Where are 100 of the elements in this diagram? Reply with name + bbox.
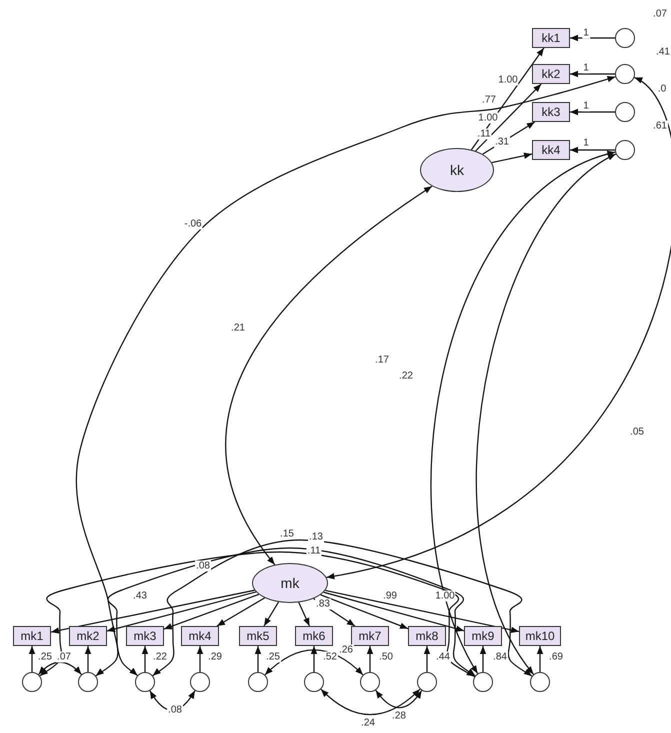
- observed-variable-box: kk3: [532, 102, 570, 122]
- estimate-label: .21: [230, 322, 246, 334]
- covariance-arrow: [152, 539, 532, 677]
- arrow: [50, 590, 255, 634]
- estimate-label: .22: [152, 652, 168, 662]
- observed-variable-box: mk7: [351, 626, 389, 646]
- covariance-arrow: [38, 662, 82, 675]
- estimate-label: 1.00: [497, 74, 519, 86]
- observed-variable-box: mk10: [519, 626, 561, 646]
- estimate-label: .50: [378, 652, 394, 662]
- covariance-arrow: [326, 77, 671, 579]
- arrow: [570, 108, 615, 116]
- arrow: [84, 646, 92, 672]
- arrow: [470, 48, 544, 150]
- observed-variable-box: mk6: [295, 626, 333, 646]
- arrow: [196, 646, 204, 672]
- error-term-circle: [135, 672, 155, 692]
- arrow: [570, 146, 615, 154]
- observed-variable-box: kk1: [532, 28, 570, 48]
- arrow: [313, 598, 356, 626]
- arrow: [475, 84, 542, 152]
- estimate-label: 1: [582, 62, 590, 74]
- observed-variable-box: mk5: [239, 626, 277, 646]
- estimate-label: .11: [306, 546, 322, 556]
- error-term-circle: [304, 672, 324, 692]
- arrow: [366, 646, 374, 672]
- arrow: [320, 594, 408, 630]
- estimate-label: .15: [279, 528, 295, 540]
- estimate-label: 1: [582, 138, 590, 148]
- error-term-circle: [615, 140, 635, 160]
- observed-variable-box: mk4: [181, 626, 219, 646]
- estimate-label: 1: [582, 100, 590, 112]
- estimate-label: 1.00: [434, 590, 456, 602]
- arrow: [325, 590, 520, 634]
- error-term-circle: [473, 672, 493, 692]
- estimate-label: .25: [37, 652, 53, 662]
- estimate-label: .24: [360, 718, 376, 728]
- observed-variable-box: mk1: [13, 626, 51, 646]
- covariance-arrow: [264, 649, 364, 676]
- arrow: [424, 646, 430, 672]
- estimate-label: .13: [308, 532, 324, 542]
- arrow: [570, 34, 615, 42]
- estimate-label: .29: [207, 652, 223, 662]
- error-term-circle: [248, 672, 268, 692]
- estimate-label: 1: [582, 28, 590, 38]
- arrow: [482, 121, 536, 155]
- arrow: [298, 602, 310, 626]
- estimate-label: .84: [492, 652, 508, 662]
- observed-variable-box: kk2: [532, 64, 570, 84]
- covariance-arrow: [476, 154, 616, 675]
- arrow: [570, 70, 615, 78]
- estimate-label: .61: [652, 120, 668, 132]
- covariance-arrow: [375, 690, 422, 708]
- estimate-label: .83: [315, 598, 331, 610]
- estimate-label: .69: [548, 652, 564, 662]
- estimate-label: .17: [374, 354, 390, 366]
- error-term-circle: [530, 672, 550, 692]
- estimate-label: .77: [481, 94, 497, 106]
- observed-variable-box: mk2: [69, 626, 107, 646]
- estimate-label: .26: [338, 644, 354, 656]
- arrow: [216, 597, 265, 627]
- arrow: [492, 152, 532, 164]
- covariance-arrow: [225, 186, 432, 566]
- observed-variable-box: mk8: [408, 626, 446, 646]
- covariance-arrow: [76, 76, 616, 676]
- arrow: [324, 592, 464, 632]
- covariance-arrow: [320, 688, 420, 716]
- estimate-label: .52: [322, 652, 338, 662]
- estimate-label: .0: [656, 84, 668, 94]
- error-term-circle: [615, 64, 635, 84]
- arrow: [480, 646, 486, 672]
- covariance-arrow: [149, 690, 196, 711]
- covariance-arrow: [430, 152, 616, 674]
- error-term-circle: [615, 102, 635, 122]
- observed-variable-box: mk9: [464, 626, 502, 646]
- error-term-circle: [360, 672, 380, 692]
- estimate-label: .07: [652, 8, 668, 20]
- estimate-label: .43: [132, 590, 148, 602]
- estimate-label: .99: [382, 590, 398, 602]
- estimate-label: .31: [494, 136, 510, 148]
- error-term-circle: [190, 672, 210, 692]
- arrow: [164, 594, 259, 630]
- observed-variable-box: kk4: [532, 140, 570, 160]
- covariance-arrow: [40, 551, 475, 678]
- estimate-label: .05: [629, 426, 645, 438]
- arrow: [106, 591, 256, 632]
- error-term-circle: [22, 672, 42, 692]
- estimate-label: .11: [476, 128, 492, 140]
- estimate-label: .28: [391, 710, 407, 722]
- estimate-label: .41: [655, 46, 671, 58]
- error-term-circle: [78, 672, 98, 692]
- estimate-label: .22: [398, 370, 414, 382]
- estimate-label: 1.00: [477, 112, 499, 124]
- estimate-label: .07: [56, 652, 72, 662]
- arrow: [536, 646, 544, 672]
- covariance-arrow: [96, 547, 476, 676]
- latent-variable-ellipse: kk: [420, 148, 494, 192]
- arrow: [28, 646, 36, 672]
- estimate-label: .25: [265, 652, 281, 662]
- arrow: [264, 602, 279, 626]
